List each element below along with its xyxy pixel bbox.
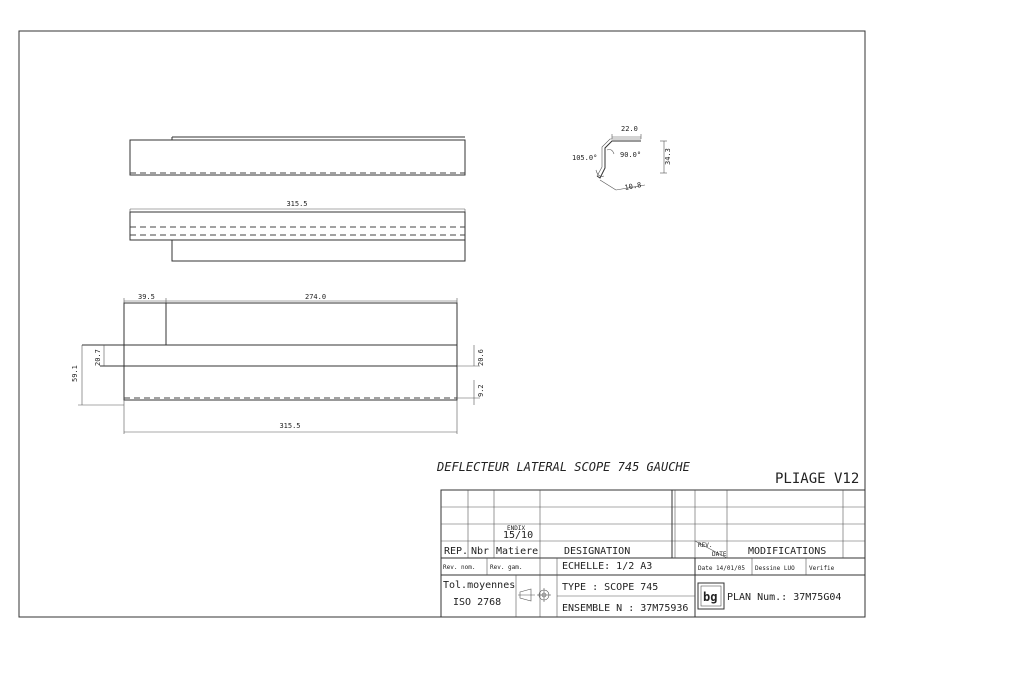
title-block: ENDIX 15/10 REP. Nbr Matiere DESIGNATION…	[440, 489, 866, 618]
iso-standard: ISO 2768	[453, 597, 501, 608]
rep-label: REP.	[444, 546, 468, 557]
nbr-label: Nbr	[471, 546, 489, 557]
dim-flange: 22.0	[621, 125, 638, 133]
scale: ECHELLE: 1/2 A3	[562, 561, 652, 572]
dim-height: 34.3	[664, 148, 672, 165]
dim-seg-274: 274.0	[305, 293, 326, 301]
bend-label: PLIAGE V12	[775, 471, 859, 487]
dim-right-small: 9.2	[477, 384, 485, 397]
projection-symbol-icon	[518, 588, 551, 602]
dim-seg-39: 39.5	[138, 293, 155, 301]
material-code: ENDIX	[507, 525, 525, 532]
dim-right-height: 20.6	[477, 349, 485, 366]
flat-pattern: 39.5 274.0 59.1 20.7 20.6 9.2 315.5	[71, 293, 485, 434]
matiere-label: Matiere	[496, 546, 538, 557]
dim-left-height: 20.7	[94, 349, 102, 366]
sheet-border	[18, 30, 866, 618]
rev-nom: Rev. nom.	[443, 564, 476, 571]
dim-angle-90: 90.0°	[620, 151, 641, 159]
drawing-date: Date 14/01/05	[698, 565, 745, 572]
dim-top-width: 315.5	[286, 200, 307, 208]
company-logo-icon: bg	[697, 582, 725, 610]
profile-section: 22.0 34.3 10.8 105.0° 90.0°	[572, 125, 672, 192]
rev-label: REV.	[698, 542, 712, 549]
tolerances: Tol.moyennes	[443, 580, 515, 591]
checked-by: Verifie	[809, 565, 835, 572]
rev-gam: Rev. gam.	[490, 564, 523, 571]
view-top-2: 315.5	[129, 200, 466, 262]
plan-number: PLAN Num.: 37M75G04	[727, 592, 841, 603]
designation-label: DESIGNATION	[564, 546, 630, 557]
assembly-number: ENSEMBLE N : 37M75936	[562, 603, 688, 614]
drawn-by: Dessine LUO	[755, 565, 795, 572]
modifications-label: MODIFICATIONS	[748, 546, 826, 557]
dim-lip: 10.8	[624, 181, 642, 192]
dim-total-height: 59.1	[71, 365, 79, 382]
dim-bottom-width: 315.5	[279, 422, 300, 430]
material-thickness: 15/10	[503, 530, 533, 541]
dim-angle-105: 105.0°	[572, 154, 597, 162]
part-type: TYPE : SCOPE 745	[562, 582, 658, 593]
date-label: DATE	[712, 551, 727, 558]
drawing-description: DEFLECTEUR LATERAL SCOPE 745 GAUCHE	[436, 460, 691, 474]
logo-text: bg	[703, 590, 717, 604]
view-top-1	[129, 136, 466, 176]
